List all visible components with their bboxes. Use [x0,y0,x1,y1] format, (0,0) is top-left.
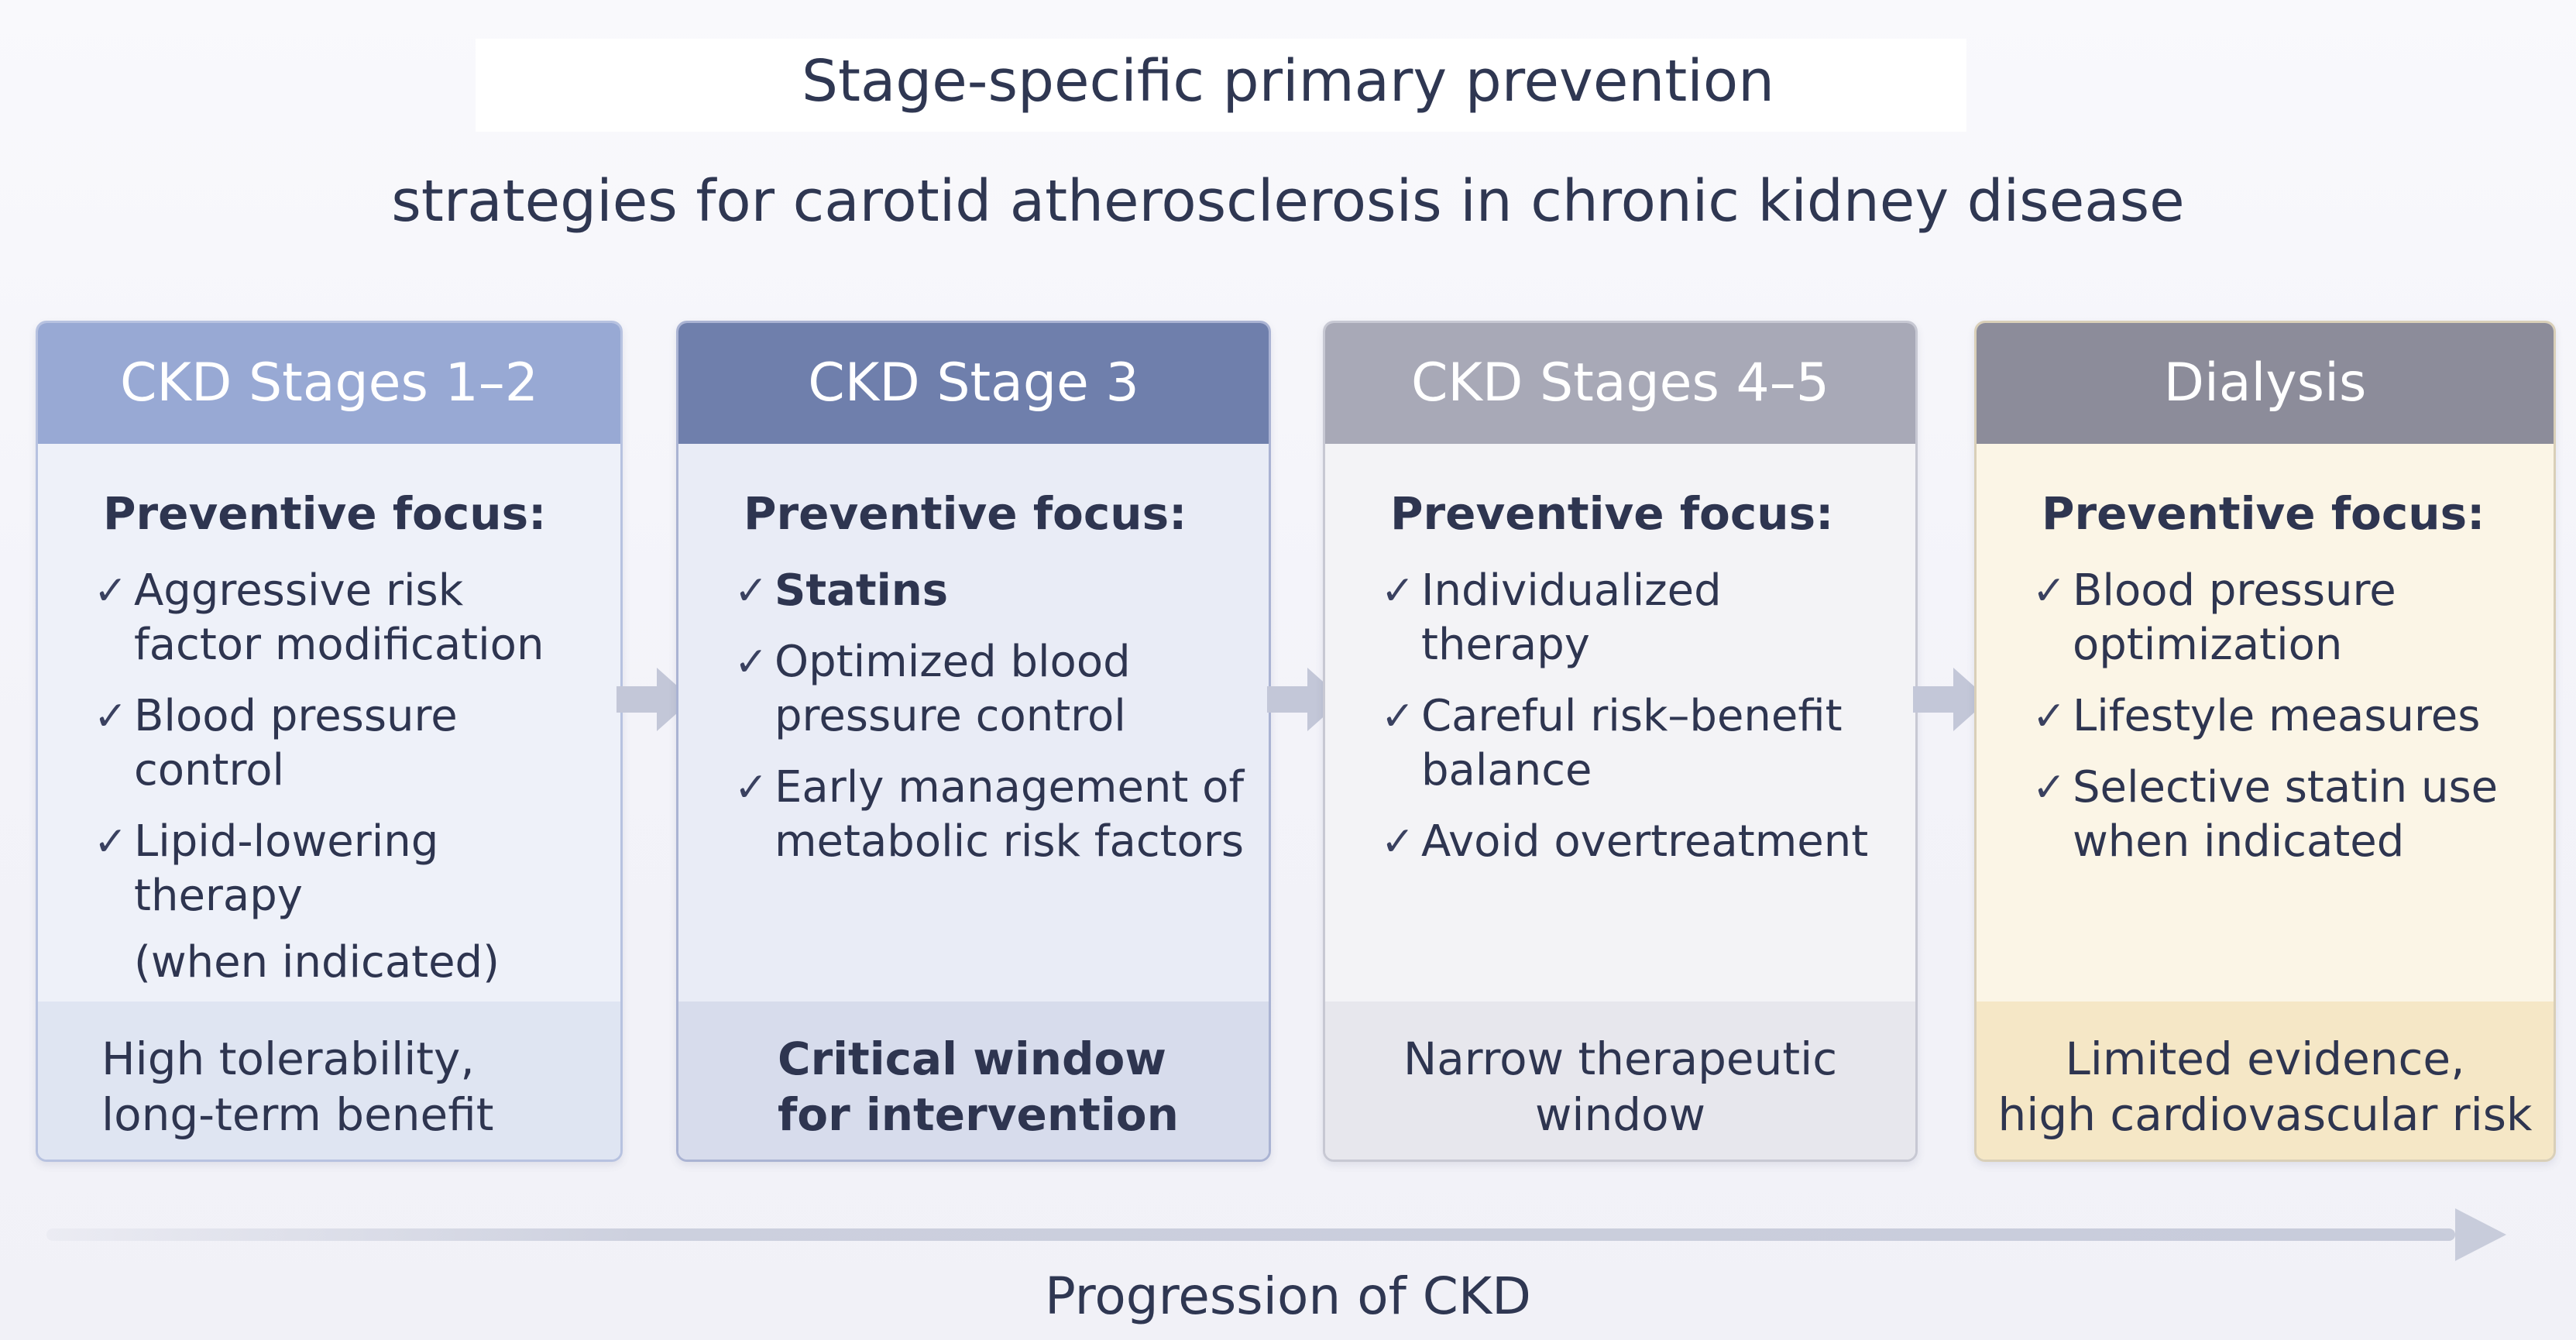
stage-footer: High tolerability, long-term benefit [38,1002,620,1160]
check-icon: ✓ [734,639,768,685]
focus-item: ✓ Lifestyle measures [2032,689,2538,744]
title-highlight [476,39,1966,132]
focus-item: ✓ Blood pressure control [94,689,605,798]
stage-body: Preventive focus: ✓ Individualized thera… [1325,444,1915,1002]
focus-item-note-text: (when indicated) [134,937,500,988]
focus-item-text: Avoid overtreatment [1421,816,1869,867]
stage-header: CKD Stage 3 [678,323,1269,444]
focus-item-text: Statins [775,565,949,616]
focus-item: ✓ Avoid overtreatment [1381,815,1900,869]
check-icon: ✓ [2032,693,2066,740]
stage-footer: Critical window for intervention [678,1002,1269,1160]
title-block: Stage-specific primary prevention strate… [0,0,2576,263]
focus-list: ✓ Blood pressure optimization ✓ Lifestyl… [2032,564,2538,886]
title-line-2: strategies for carotid atherosclerosis i… [391,168,2185,235]
stage-body: Preventive focus: ✓ Blood pressure optim… [1977,444,2554,1002]
focus-item-text: Careful risk–benefit balance [1421,691,1843,795]
focus-item-text: Optimized blood pressure control [775,637,1131,741]
focus-item-text: Blood pressure optimization [2073,565,2396,670]
progression-arrow-icon [46,1208,2506,1261]
stage-arrow-icon [1913,668,1989,731]
focus-heading: Preventive focus: [744,487,1187,540]
check-icon: ✓ [1381,568,1415,614]
focus-item-text: Early management of metabolic risk facto… [775,762,1245,867]
check-icon: ✓ [1381,819,1415,865]
focus-item: ✓ Lipid-lowering therapy [94,815,605,923]
progression-label: Progression of CKD [1045,1266,1531,1326]
check-icon: ✓ [1381,693,1415,740]
stage-footer: Limited evidence, high cardiovascular ri… [1977,1002,2554,1160]
focus-item: ✓ Optimized blood pressure control [734,635,1253,744]
check-icon: ✓ [734,764,768,811]
focus-item-text: Blood pressure control [134,691,458,795]
focus-item-text: Lipid-lowering therapy [134,816,439,921]
check-icon: ✓ [2032,764,2066,811]
check-icon: ✓ [94,568,128,614]
title-line-1: Stage-specific primary prevention [801,48,1775,115]
focus-list: ✓ Statins ✓ Optimized blood pressure con… [734,564,1253,886]
focus-item: ✓ Aggressive risk factor modification [94,564,605,672]
focus-list: ✓ Aggressive risk factor modification ✓ … [94,564,605,1007]
stage-header: Dialysis [1977,323,2554,444]
check-icon: ✓ [94,819,128,865]
check-icon: ✓ [734,568,768,614]
focus-item: ✓ Early management of metabolic risk fac… [734,761,1253,869]
stage-card-ckd-4-5: CKD Stages 4–5 Preventive focus: ✓ Indiv… [1323,321,1918,1162]
stage-header: CKD Stages 4–5 [1325,323,1915,444]
stage-footer: Narrow therapeutic window [1325,1002,1915,1160]
focus-item: ✓ Blood pressure optimization [2032,564,2538,672]
stage-card-dialysis: Dialysis Preventive focus: ✓ Blood press… [1974,321,2556,1162]
focus-item-text: Aggressive risk factor modification [134,565,544,670]
focus-item-text: Selective statin use when indicated [2073,762,2499,867]
stage-card-ckd-1-2: CKD Stages 1–2 Preventive focus: ✓ Aggre… [36,321,623,1162]
focus-item: ✓ Statins [734,564,1253,618]
focus-item-note: (when indicated) [94,936,605,990]
focus-item: ✓ Selective statin use when indicated [2032,761,2538,869]
stage-body: Preventive focus: ✓ Aggressive risk fact… [38,444,620,1002]
check-icon: ✓ [2032,568,2066,614]
stage-arrow-icon [617,668,692,731]
focus-item: ✓ Individualized therapy [1381,564,1900,672]
focus-item-text: Individualized therapy [1421,565,1722,670]
focus-heading: Preventive focus: [1390,487,1834,540]
stage-card-ckd-3: CKD Stage 3 Preventive focus: ✓ Statins … [676,321,1271,1162]
focus-heading: Preventive focus: [103,487,547,540]
stage-header: CKD Stages 1–2 [38,323,620,444]
check-icon: ✓ [94,693,128,740]
focus-list: ✓ Individualized therapy ✓ Careful risk–… [1381,564,1900,886]
focus-item-text: Lifestyle measures [2073,691,2481,741]
focus-heading: Preventive focus: [2042,487,2485,540]
focus-item: ✓ Careful risk–benefit balance [1381,689,1900,798]
stage-body: Preventive focus: ✓ Statins ✓ Optimized … [678,444,1269,1002]
